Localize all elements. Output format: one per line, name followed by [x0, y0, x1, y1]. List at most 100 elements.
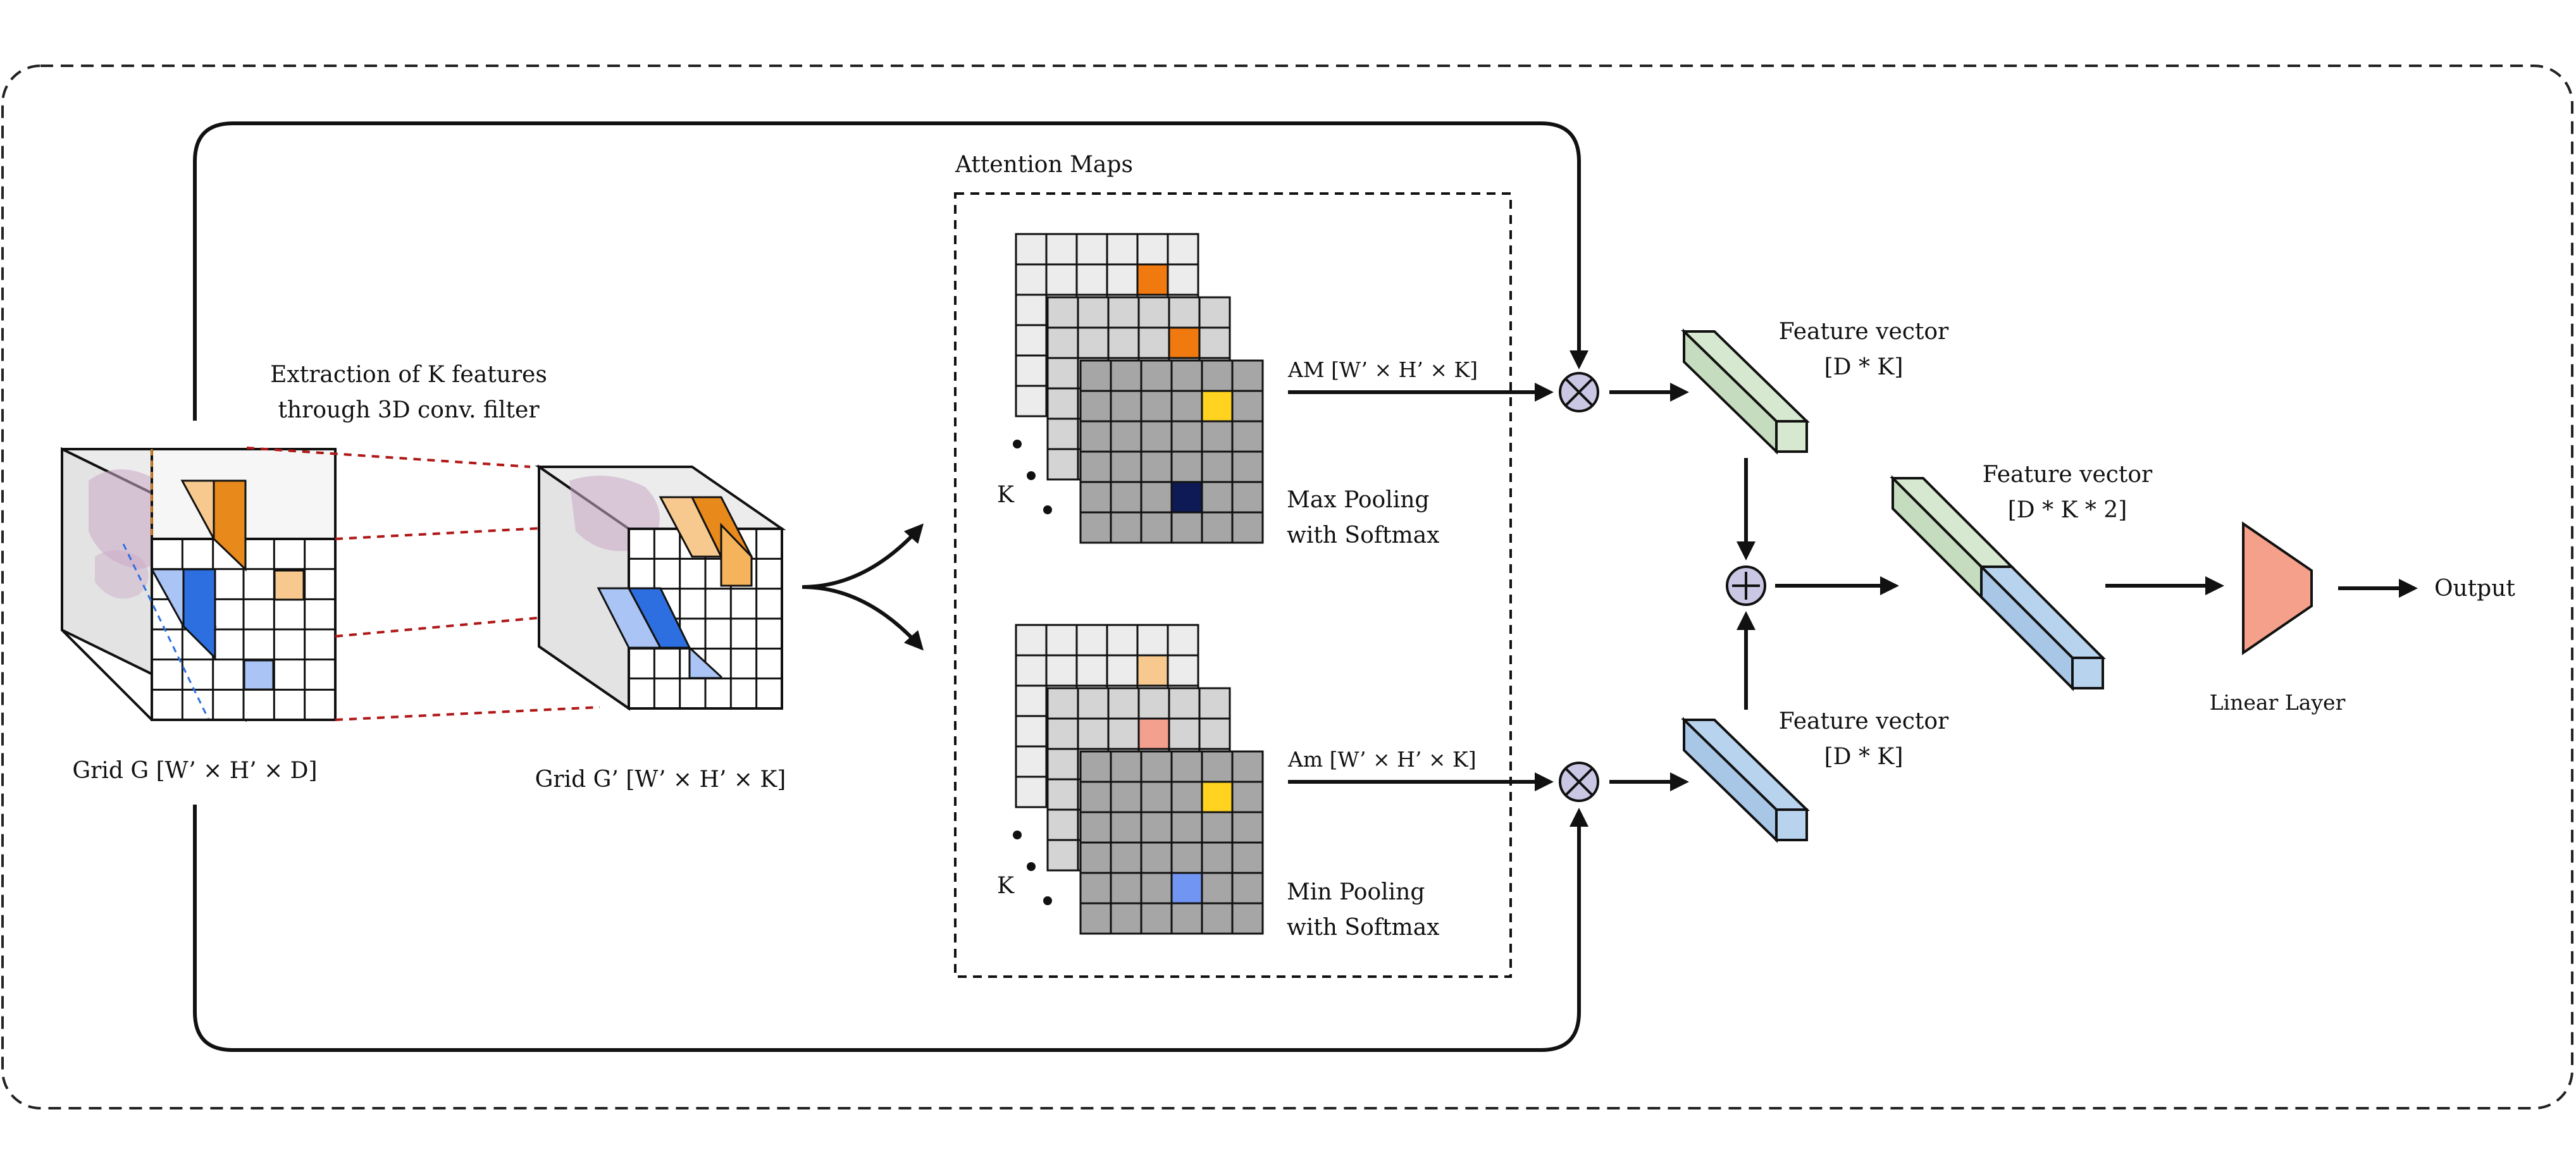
grid-cell: [1079, 359, 1112, 392]
max-pooling-label-line1: Max Pooling: [1287, 487, 1429, 513]
am-min-label: Am [W’ × H’ × K]: [1287, 747, 1477, 772]
grid-cell: [1231, 872, 1264, 905]
grid-cell: [1167, 233, 1199, 266]
grid-cell: [1110, 781, 1142, 813]
grid-cell: [1046, 387, 1079, 420]
output-label: Output: [2434, 576, 2515, 602]
am-min-layer-front: [1079, 750, 1264, 935]
grid-cell: [1231, 841, 1264, 874]
grid-cell: [1079, 811, 1112, 844]
grid-cell: [1110, 902, 1142, 935]
grid-cell: [1110, 390, 1142, 423]
grid-cell: [1110, 811, 1142, 844]
grid-cell: [1201, 750, 1234, 783]
grid-cell: [1137, 326, 1170, 359]
ellipsis-dot: [1013, 440, 1022, 448]
grid-cell: [1198, 687, 1231, 720]
highlighted-cell: [1201, 390, 1234, 423]
min-pooling-label-line2: with Softmax: [1287, 915, 1439, 941]
grid-g-prime-label: Grid G’ [W’ × H’ × K]: [535, 767, 786, 793]
grid-cell: [1015, 233, 1048, 266]
grid-cell: [1015, 654, 1048, 687]
grid-cell: [1110, 420, 1142, 453]
skip-connection-top: [193, 121, 1588, 421]
grid-cell: [1168, 687, 1201, 720]
grid-cell: [1079, 420, 1112, 453]
grid-cell: [1201, 872, 1234, 905]
grid-cell: [1167, 654, 1199, 687]
feature-vector-concat-label-line2: [D * K * 2]: [2008, 497, 2127, 523]
grid-cell: [1045, 263, 1078, 296]
grid-cell: [1075, 263, 1108, 296]
attention-maps-title: Attention Maps: [955, 152, 1133, 178]
grid-cell: [1077, 326, 1110, 359]
grid-cell: [1079, 450, 1112, 483]
grid-cell: [1045, 233, 1078, 266]
grid-cell: [1046, 417, 1079, 450]
grid-cell: [1137, 687, 1170, 720]
grid-cell: [1140, 359, 1173, 392]
feature-vector-bottom: [1681, 717, 1810, 843]
grid-cell: [1015, 294, 1048, 326]
ellipsis-dot: [1027, 471, 1036, 480]
grid-cell: [1140, 511, 1173, 544]
grid-cell: [1015, 715, 1048, 748]
grid-cell: [1106, 233, 1139, 266]
grid-cell: [1077, 296, 1110, 329]
grid-cell: [1140, 481, 1173, 514]
grid-g-prime-cube: [535, 464, 786, 711]
circled-times-icon: [1559, 762, 1599, 802]
feature-vector-concat: [1890, 475, 2106, 691]
highlighted-cell: [1201, 781, 1234, 813]
am-max-layer-front: [1079, 359, 1264, 544]
skip-connection-bottom: [193, 805, 1588, 1052]
grid-cell: [1079, 750, 1112, 783]
split-arrow-up: [802, 523, 924, 589]
grid-cell: [1136, 233, 1169, 266]
grid-cell: [1231, 781, 1264, 813]
grid-cell: [1231, 390, 1264, 423]
grid-cell: [1201, 359, 1234, 392]
grid-cell: [1079, 511, 1112, 544]
feature-vector-top-label-line2: [D * K]: [1824, 354, 1904, 380]
ellipsis-dot: [1027, 862, 1036, 871]
grid-cell: [1046, 839, 1079, 872]
highlighted-cell: [1170, 481, 1203, 514]
outer-frame: [1, 65, 2573, 1109]
grid-cell: [1201, 481, 1234, 514]
grid-cell: [1198, 326, 1231, 359]
grid-cell: [1170, 750, 1203, 783]
grid-cell: [1168, 717, 1201, 750]
grid-g-cube: [61, 447, 337, 722]
grid-cell: [1110, 450, 1142, 483]
linear-layer-label: Linear Layer: [2210, 690, 2346, 715]
grid-cell: [1075, 654, 1108, 687]
k-label-bottom: K: [997, 873, 1015, 899]
circled-plus-icon: [1726, 565, 1766, 606]
grid-cell: [1140, 750, 1173, 783]
grid-cell: [1140, 420, 1173, 453]
grid-cell: [1107, 326, 1140, 359]
grid-cell: [1046, 778, 1079, 811]
grid-cell: [1046, 808, 1079, 841]
min-pooling-label-line1: Min Pooling: [1287, 879, 1425, 905]
grid-cell: [1079, 781, 1112, 813]
attention-maps-box: [954, 192, 1512, 978]
ellipsis-dot: [1013, 831, 1022, 839]
grid-cell: [1170, 390, 1203, 423]
ellipsis-dot: [1043, 896, 1052, 905]
grid-cell: [1110, 511, 1142, 544]
extraction-label-line1: Extraction of K features: [270, 362, 547, 388]
grid-cell: [1046, 748, 1079, 781]
highlighted-cell: [1136, 263, 1169, 296]
feature-vector-top-label-line1: Feature vector: [1779, 319, 1949, 345]
highlighted-cell: [1168, 326, 1201, 359]
grid-g-label: Grid G [W’ × H’ × D]: [72, 758, 317, 784]
grid-cell: [1015, 684, 1048, 717]
grid-cell: [1046, 326, 1079, 359]
grid-cell: [1110, 750, 1142, 783]
grid-cell: [1140, 781, 1173, 813]
blue-cell: [243, 659, 275, 691]
circled-times-icon: [1559, 372, 1599, 412]
